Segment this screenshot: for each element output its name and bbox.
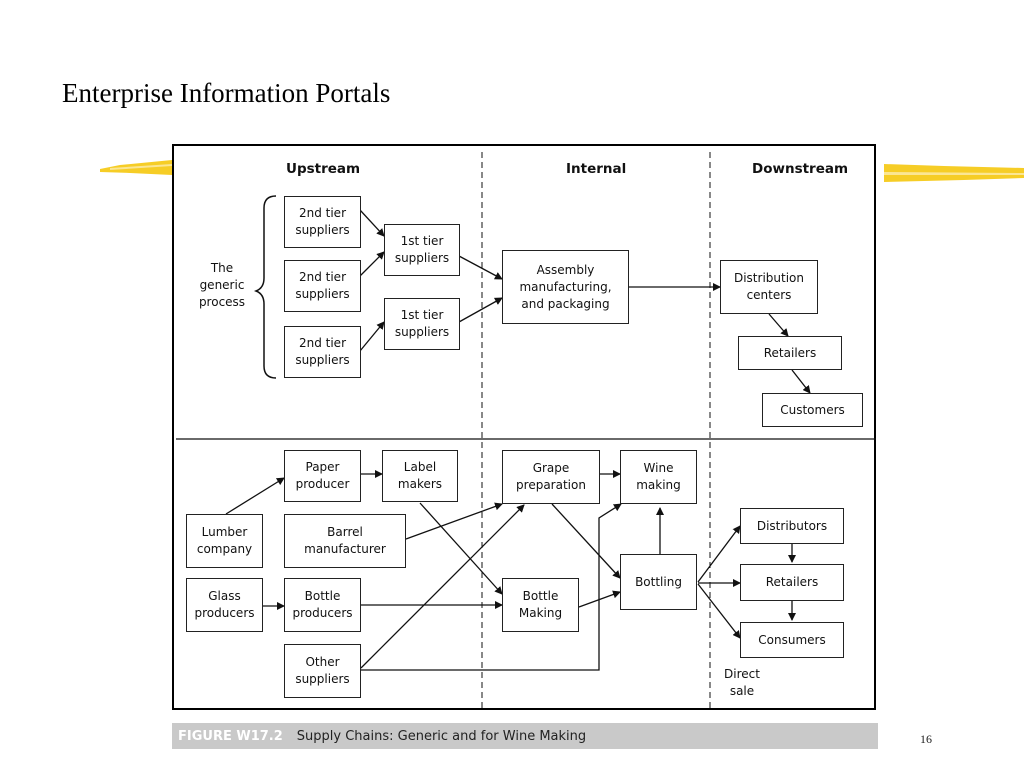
arrow-1st2-assembly — [458, 297, 503, 323]
box-paper-producer: Paper producer — [284, 450, 361, 502]
box-1st-tier-suppliers-2: 1st tier suppliers — [384, 298, 460, 350]
box-distribution-centers: Distribution centers — [720, 260, 818, 314]
box-2nd-tier-suppliers-3: 2nd tier suppliers — [284, 326, 361, 378]
arrow-distribution-retailers — [768, 313, 789, 337]
box-glass-producers: Glass producers — [186, 578, 263, 632]
slide-title: Enterprise Information Portals — [62, 78, 391, 108]
box-bottle-producers: Bottle producers — [284, 578, 361, 632]
box-assembly: Assembly manufacturing, and packaging — [502, 250, 629, 324]
box-retailers-generic: Retailers — [738, 336, 842, 370]
box-wine-making: Wine making — [620, 450, 697, 504]
generic-process-brace — [253, 195, 277, 379]
arrow-bottling-consumers — [697, 583, 741, 639]
arrow-bottlemaking-bottling — [578, 590, 621, 608]
figure-caption-bar: FIGURE W17.2 Supply Chains: Generic and … — [172, 723, 878, 749]
header-upstream: Upstream — [286, 161, 361, 177]
arrow-lumber-paper — [225, 477, 285, 515]
box-distributors: Distributors — [740, 508, 844, 544]
figure-label: FIGURE W17.2 — [178, 728, 283, 744]
box-bottle-making: Bottle Making — [502, 578, 579, 632]
box-customers: Customers — [762, 393, 863, 427]
box-retailers-wine: Retailers — [740, 564, 844, 601]
box-1st-tier-suppliers-1: 1st tier suppliers — [384, 224, 460, 276]
arrow-label-bottlemaking — [419, 502, 503, 595]
box-2nd-tier-suppliers-2: 2nd tier suppliers — [284, 260, 361, 312]
box-label-makers: Label makers — [382, 450, 458, 502]
box-bottling: Bottling — [620, 554, 697, 610]
figure-caption: Supply Chains: Generic and for Wine Maki… — [296, 728, 587, 744]
box-lumber-company: Lumber company — [186, 514, 263, 568]
arrow-1st1-assembly — [458, 255, 503, 280]
header-internal: Internal — [566, 161, 627, 177]
generic-process-label: The generic process — [198, 261, 246, 309]
box-barrel-manufacturer: Barrel manufacturer — [284, 514, 406, 568]
supply-chain-figure: Upstream Internal Downstream The generic… — [172, 144, 876, 710]
direct-sale-label: Direct sale — [724, 667, 760, 698]
right-brush-stroke — [884, 164, 1024, 182]
arrow-retailers-customers — [791, 369, 811, 394]
box-consumers: Consumers — [740, 622, 844, 658]
header-downstream: Downstream — [752, 161, 849, 177]
box-grape-preparation: Grape preparation — [502, 450, 600, 504]
arrow-2nd3-1st2 — [359, 321, 385, 352]
arrow-bottling-distributors — [697, 525, 741, 583]
page-number: 16 — [920, 732, 932, 746]
box-other-suppliers: Other suppliers — [284, 644, 361, 698]
arrow-2nd1-1st1 — [359, 209, 385, 237]
box-2nd-tier-suppliers-1: 2nd tier suppliers — [284, 196, 361, 248]
arrow-other-winemaking — [361, 503, 622, 671]
arrow-other-grape — [360, 504, 525, 669]
left-brush-stroke — [100, 160, 172, 175]
arrow-2nd2-1st1 — [359, 251, 385, 277]
connector-layer — [176, 152, 876, 708]
arrow-grape-bottling — [551, 503, 621, 579]
arrow-barrel-grape — [405, 502, 503, 540]
